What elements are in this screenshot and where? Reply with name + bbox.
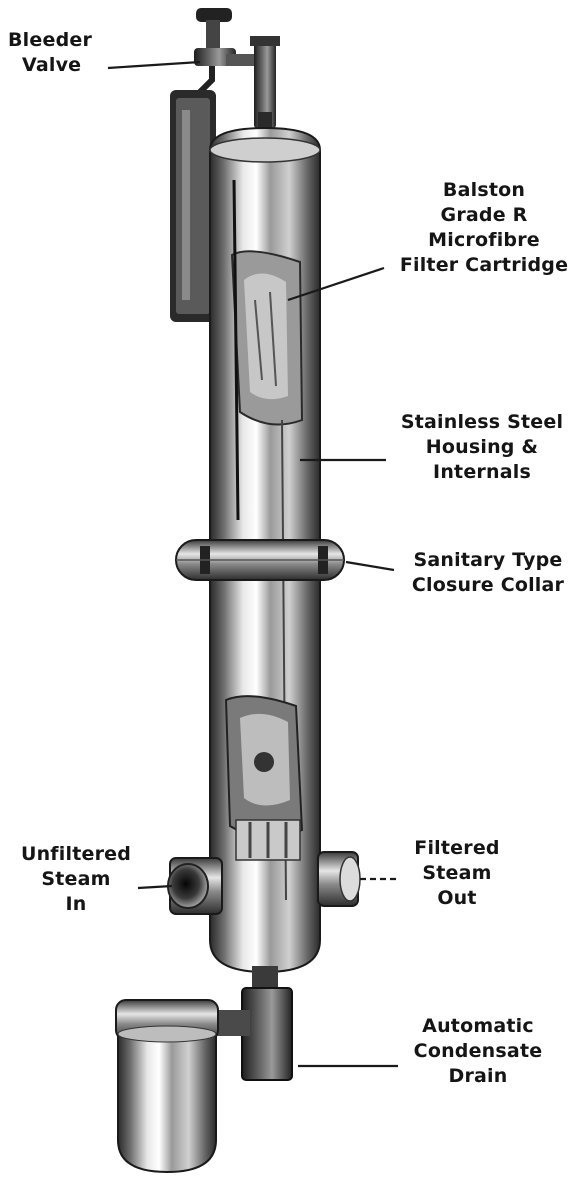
condensate-trap <box>115 999 219 1174</box>
label-filtered-steam-line-2: Steam <box>422 862 492 884</box>
inlet-port <box>167 857 223 915</box>
leader-unfiltered-steam <box>137 884 173 890</box>
label-condensate-drain-line-1: Automatic <box>422 1015 534 1037</box>
label-filtered-steam: Filtered Steam Out <box>392 836 522 911</box>
label-housing: Stainless Steel Housing & Internals <box>380 410 584 485</box>
label-condensate-drain-line-3: Drain <box>448 1065 508 1087</box>
outlet-port <box>317 851 361 907</box>
label-closure-collar: Sanitary Type Closure Collar <box>392 548 584 598</box>
label-filter-cartridge-line-4: Filter Cartridge <box>399 254 569 276</box>
housing-body <box>209 126 321 974</box>
bleeder-valve-part <box>194 8 280 132</box>
label-unfiltered-steam-line-1: Unfiltered <box>20 843 132 865</box>
drain-valve-part <box>210 966 293 1081</box>
label-filtered-steam-line-3: Out <box>437 887 477 909</box>
closure-collar-part <box>175 539 345 581</box>
label-housing-line-2: Housing & <box>425 436 539 458</box>
side-gauge-tag <box>170 90 216 322</box>
leader-filter-cartridge <box>287 266 385 302</box>
label-filter-cartridge-line-2: Grade R <box>440 204 528 226</box>
label-unfiltered-steam-line-3: In <box>65 893 87 915</box>
label-condensate-drain-line-2: Condensate <box>413 1040 543 1062</box>
label-housing-line-1: Stainless Steel <box>400 411 564 433</box>
label-filter-cartridge-line-3: Microfibre <box>428 229 540 251</box>
label-unfiltered-steam: Unfiltered Steam In <box>6 842 146 917</box>
label-condensate-drain: Automatic Condensate Drain <box>396 1014 560 1089</box>
label-filter-cartridge-line-1: Balston <box>442 179 526 201</box>
label-bleeder-valve: Bleeder Valve <box>8 28 92 78</box>
label-filter-cartridge: Balston Grade R Microfibre Filter Cartri… <box>384 178 584 278</box>
label-closure-collar-line-1: Sanitary Type <box>413 549 563 571</box>
label-housing-line-3: Internals <box>433 461 531 483</box>
label-bleeder-valve-line-2: Valve <box>22 54 82 76</box>
leader-lines <box>107 60 400 1068</box>
label-filtered-steam-line-1: Filtered <box>414 837 500 859</box>
label-closure-collar-line-2: Closure Collar <box>411 574 565 596</box>
label-bleeder-valve-line-1: Bleeder <box>8 29 93 51</box>
leader-closure-collar <box>345 560 395 572</box>
label-unfiltered-steam-line-2: Steam <box>41 868 111 890</box>
leader-bleeder-valve <box>107 60 201 70</box>
